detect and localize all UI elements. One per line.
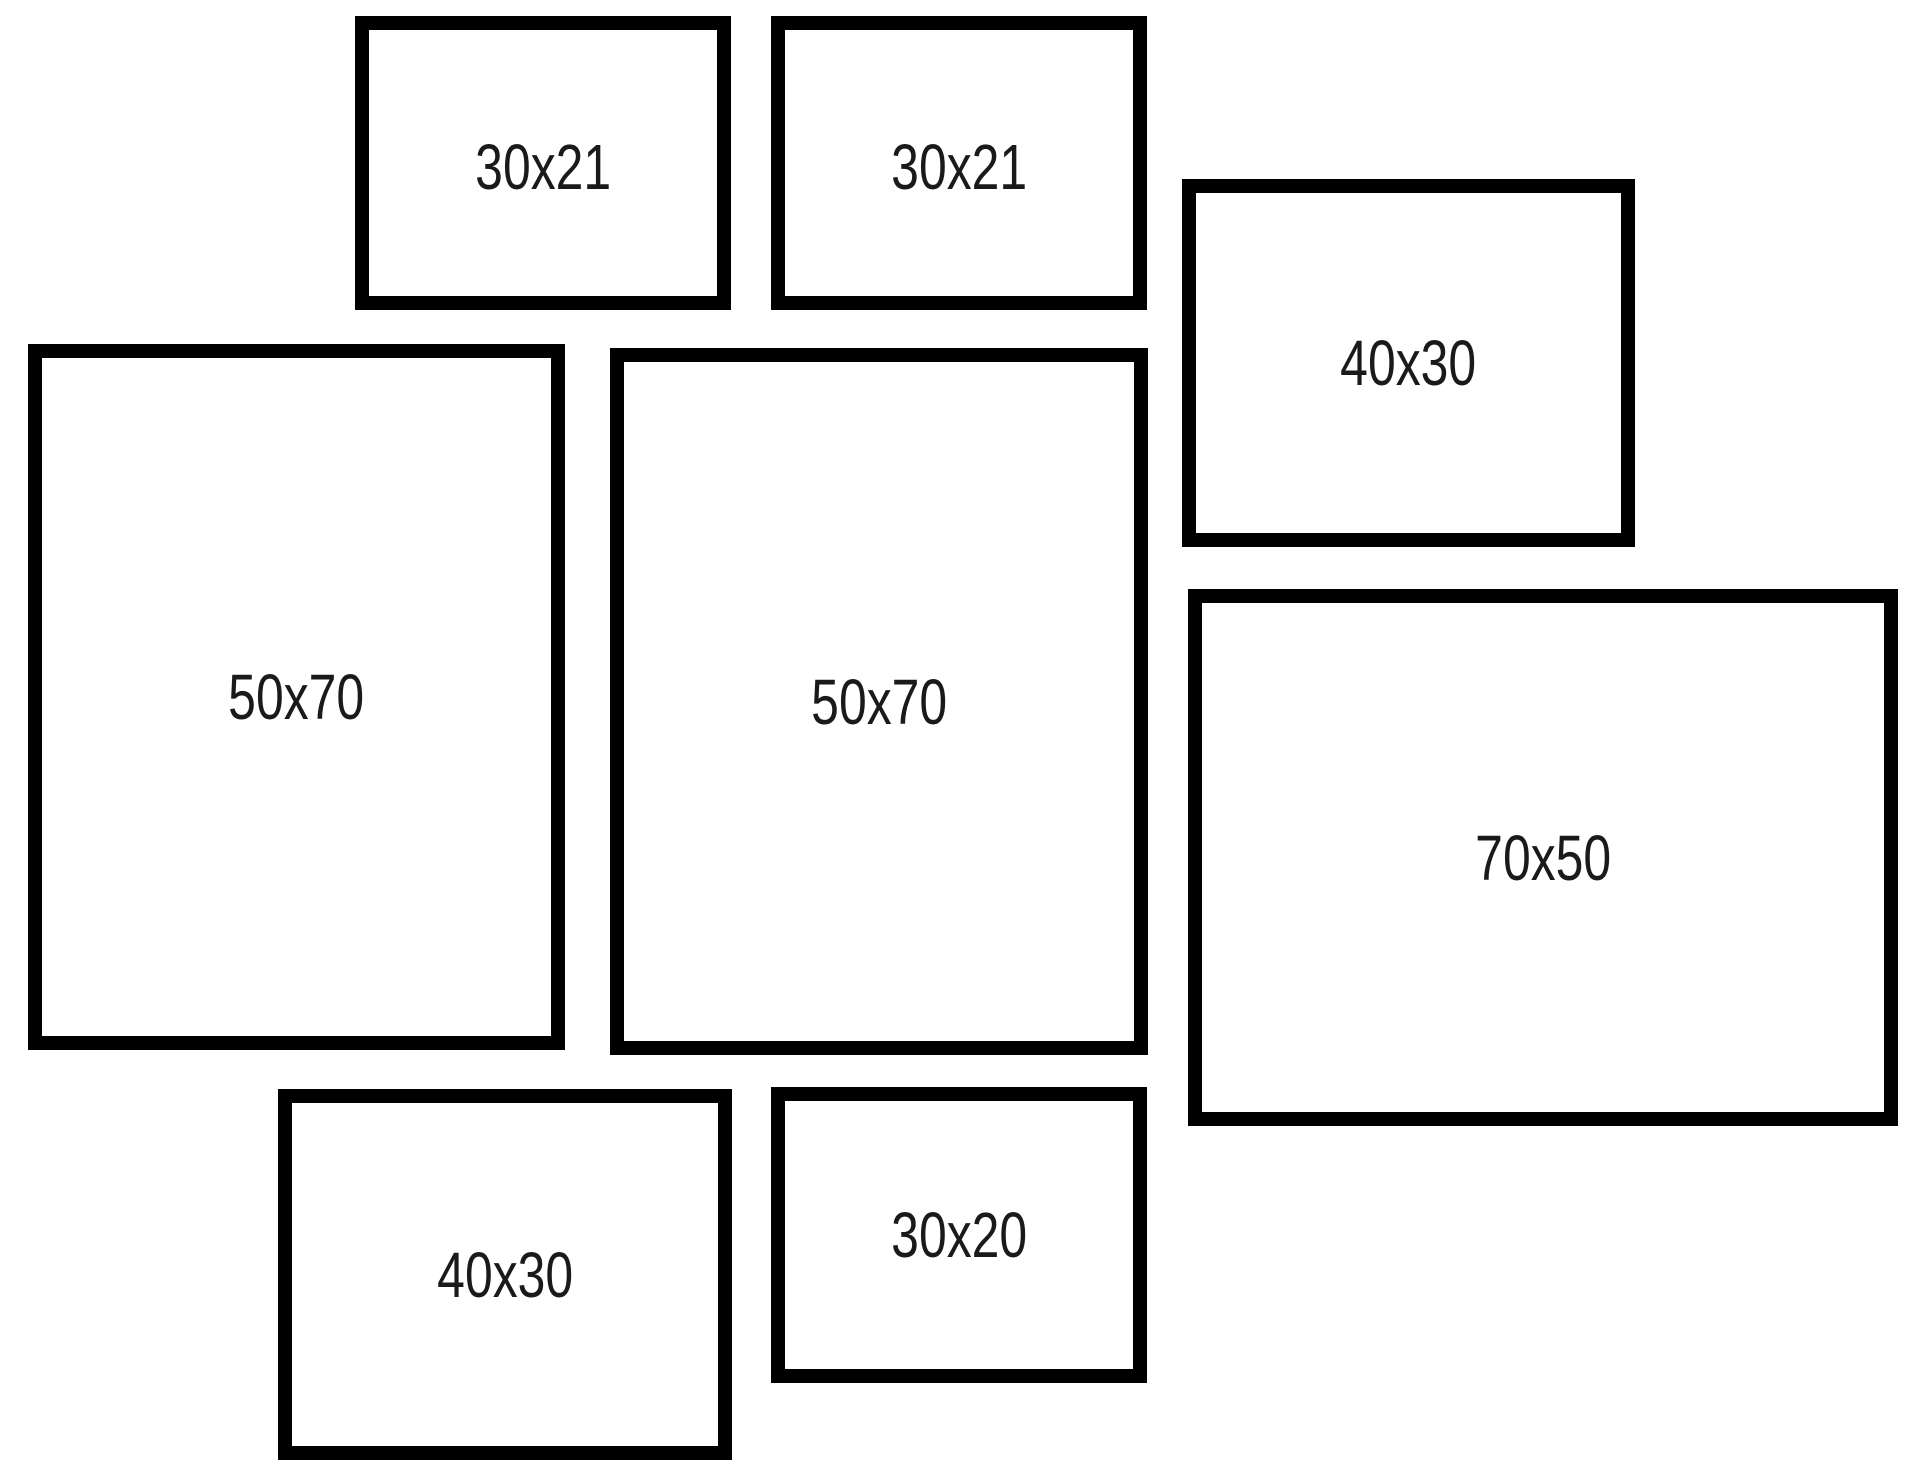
frame-size-label: 30x21: [890, 131, 1028, 203]
frame-50x70-left: 50x70: [28, 344, 565, 1050]
frame-30x21-top-left: 30x21: [355, 16, 731, 310]
frame-30x21-top-right: 30x21: [771, 16, 1147, 310]
frame-size-label: 30x20: [890, 1199, 1028, 1271]
frame-30x20-bottom: 30x20: [771, 1087, 1147, 1383]
frame-40x30-bottom-left: 40x30: [278, 1089, 732, 1460]
frame-size-label: 30x21: [474, 131, 612, 203]
frame-size-label: 70x50: [1474, 821, 1612, 894]
frame-40x30-upper-right: 40x30: [1182, 179, 1635, 547]
frame-size-label: 50x70: [228, 661, 365, 733]
frame-50x70-center: 50x70: [610, 348, 1148, 1055]
frame-70x50-right: 70x50: [1188, 589, 1898, 1126]
frame-size-label: 50x70: [810, 665, 948, 738]
frame-size-label: 40x30: [1340, 327, 1477, 399]
frame-size-label: 40x30: [436, 1238, 574, 1311]
